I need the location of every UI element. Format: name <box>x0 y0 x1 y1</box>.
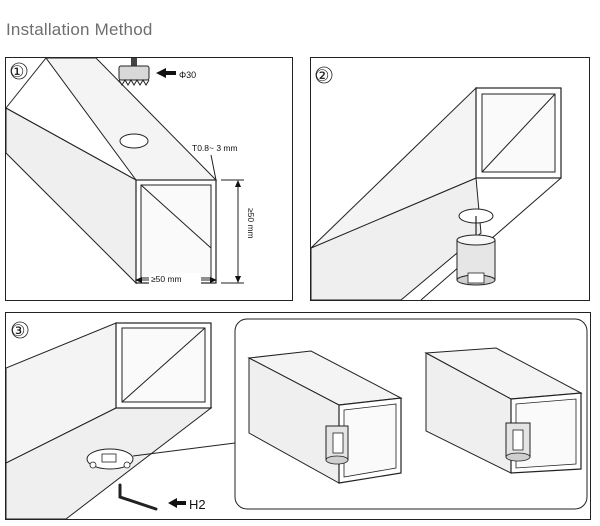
tube-end-diagonal <box>481 93 556 173</box>
thickness-pointer <box>210 154 217 181</box>
width-dim-arrow-left <box>135 277 142 283</box>
height-dim-arrow-bottom <box>235 276 241 283</box>
tube-top-ridge <box>6 107 137 181</box>
height-dim-arrow-top <box>235 180 241 187</box>
step-1-number: ① <box>10 64 24 81</box>
step-2-panel: ② <box>310 57 590 301</box>
page-title: Installation Method <box>6 20 153 39</box>
step-3-panel: H2 ③ <box>5 312 591 520</box>
tube-top-edge <box>6 58 47 109</box>
hole-saw-icon <box>118 58 150 86</box>
zoom-tube-before <box>247 350 403 484</box>
hole-size-label: Φ30 <box>179 70 196 80</box>
hole-size-arrow <box>156 68 176 78</box>
zoom-leader-line <box>132 442 236 457</box>
step-1-panel: Φ30 T0.8~ 3 mm ≥50 mm ≥50 mm ① <box>5 57 293 301</box>
width-dim-arrow-right <box>210 277 217 283</box>
hex-key-icon <box>118 483 158 511</box>
width-label: ≥50 mm <box>151 274 182 284</box>
tool-label: H2 <box>189 497 206 512</box>
step-1-diagram: Φ30 T0.8~ 3 mm ≥50 mm ≥50 mm ① <box>6 58 256 285</box>
connector-base <box>86 448 134 470</box>
drilled-hole <box>119 133 149 149</box>
tool-arrow <box>168 498 186 508</box>
thickness-label: T0.8~ 3 mm <box>192 143 238 153</box>
step-2-diagram: ② <box>311 66 562 300</box>
step-2-number: ② <box>315 68 329 85</box>
step-3-diagram: H2 ③ <box>6 318 588 519</box>
tube-end-inner <box>140 184 212 279</box>
height-label: ≥50 mm <box>246 208 256 239</box>
connector-insert <box>456 216 496 286</box>
tube-end-diagonal <box>121 327 206 403</box>
step-3-number: ③ <box>11 323 25 340</box>
tube-end-diagonal <box>140 184 212 249</box>
zoom-tube-after <box>424 347 583 474</box>
